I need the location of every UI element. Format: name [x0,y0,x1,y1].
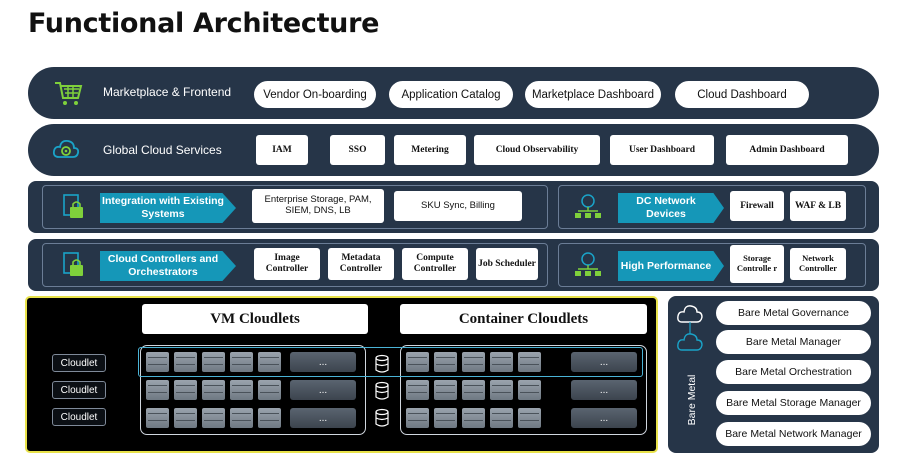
server-unit [518,408,541,428]
performance-panel [558,243,866,287]
metering-box[interactable]: Metering [394,135,466,165]
server-unit [462,352,485,372]
server-unit [230,380,253,400]
dc-network-panel [558,185,866,229]
storage-controller-box[interactable]: Storage Controlle r [730,245,784,283]
marketplace-band: Marketplace & Frontend Vendor On-boardin… [28,67,879,119]
enterprise-storage-box[interactable]: Enterprise Storage, PAM, SIEM, DNS, LB [252,189,384,223]
server-unit [406,352,429,372]
highlighted-cloudlet-row [138,347,643,377]
container-rack-group [400,345,647,435]
server-unit [490,408,513,428]
server-unit [434,352,457,372]
server-unit [202,352,225,372]
controllers-tag: Cloud Controllers and Orchestrators [100,251,236,281]
band-label: Global Cloud Services [103,143,222,157]
integration-panel [42,185,548,229]
controllers-band: Cloud Controllers and Orchestrators Imag… [28,239,879,291]
server-unit [230,352,253,372]
server-unit [434,380,457,400]
server-unit [258,352,281,372]
server-unit [490,352,513,372]
database-icon [375,408,389,427]
metadata-controller-box[interactable]: Metadata Controller [328,248,394,280]
vendor-onboarding-pill[interactable]: Vendor On-boarding [254,81,376,108]
vm-more-servers[interactable]: ... [290,408,356,428]
iam-box[interactable]: IAM [256,135,308,165]
marketplace-dashboard-pill[interactable]: Marketplace Dashboard [525,81,661,108]
server-unit [406,380,429,400]
sku-sync-billing-box[interactable]: SKU Sync, Billing [394,191,522,221]
server-unit [518,380,541,400]
server-unit [146,380,169,400]
admin-dashboard-box[interactable]: Admin Dashboard [726,135,848,165]
lock-document-icon [60,191,88,223]
server-unit [146,408,169,428]
cloud-gear-icon [50,134,82,166]
server-unit [258,408,281,428]
bare-metal-orchestration-pill[interactable]: Bare Metal Orchestration [716,360,871,384]
cloudlet-row-label[interactable]: Cloudlet [52,408,106,426]
container-cloudlets-title: Container Cloudlets [400,304,647,334]
cloudlet-row-label[interactable]: Cloudlet [52,354,106,372]
server-unit [406,408,429,428]
server-unit [174,380,197,400]
bare-metal-vertical-label: Bare Metal [686,374,698,426]
server-unit [146,352,169,372]
database-icon [375,354,389,373]
container-more-servers[interactable]: ... [571,352,637,372]
server-unit [174,408,197,428]
dc-network-tag: DC Network Devices [618,193,724,223]
lock-document-icon [60,249,88,281]
vm-rack-group [140,345,366,435]
firewall-box[interactable]: Firewall [730,191,784,221]
server-unit [174,352,197,372]
controllers-panel [42,243,548,287]
server-unit [518,352,541,372]
network-controller-box[interactable]: Network Controller [790,248,846,280]
server-unit [434,408,457,428]
server-unit [490,380,513,400]
vm-more-servers[interactable]: ... [290,380,356,400]
application-catalog-pill[interactable]: Application Catalog [389,81,513,108]
integration-tag: Integration with Existing Systems [100,193,236,223]
container-more-servers[interactable]: ... [571,380,637,400]
network-tree-icon [572,249,604,281]
server-unit [202,408,225,428]
image-controller-box[interactable]: Image Controller [254,248,320,280]
sso-box[interactable]: SSO [330,135,385,165]
vm-more-servers[interactable]: ... [290,352,356,372]
cloud-icon [677,305,703,351]
server-unit [258,380,281,400]
cloudlet-row-label[interactable]: Cloudlet [52,381,106,399]
job-scheduler-box[interactable]: Job Scheduler [476,248,538,280]
server-unit [202,380,225,400]
bare-metal-governance-pill[interactable]: Bare Metal Governance [716,301,871,325]
database-icon [375,381,389,400]
waf-lb-box[interactable]: WAF & LB [790,191,846,221]
cloud-observability-box[interactable]: Cloud Observability [474,135,600,165]
server-unit [462,408,485,428]
user-dashboard-box[interactable]: User Dashboard [610,135,714,165]
performance-tag: High Performance [618,251,724,281]
server-unit [462,380,485,400]
bare-metal-manager-pill[interactable]: Bare Metal Manager [716,330,871,354]
global-cloud-services-band: Global Cloud Services IAM SSO Metering C… [28,124,879,176]
vm-cloudlets-title: VM Cloudlets [142,304,368,334]
bare-metal-storage-manager-pill[interactable]: Bare Metal Storage Manager [716,391,871,415]
shopping-cart-icon [52,77,84,109]
container-more-servers[interactable]: ... [571,408,637,428]
integration-band: Integration with Existing Systems Enterp… [28,181,879,233]
cloud-dashboard-pill[interactable]: Cloud Dashboard [675,81,809,108]
band-label: Marketplace & Frontend [103,85,232,99]
server-unit [230,408,253,428]
network-tree-icon [572,191,604,223]
bare-metal-network-manager-pill[interactable]: Bare Metal Network Manager [716,422,871,446]
page-title: Functional Architecture [28,8,380,39]
compute-controller-box[interactable]: Compute Controller [402,248,468,280]
